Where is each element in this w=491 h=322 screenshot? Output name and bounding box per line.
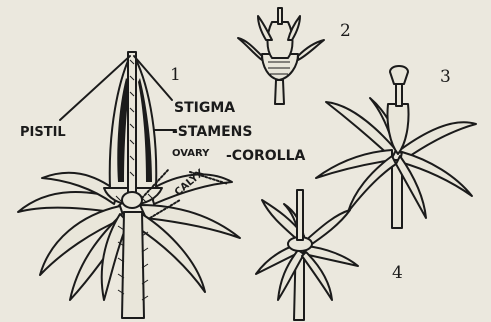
figure-2-number: 2 xyxy=(340,21,351,41)
bud-sepal xyxy=(238,38,262,60)
label-stamens: -STAMENS xyxy=(172,124,253,140)
bud-sepal xyxy=(298,40,324,60)
bud-stem xyxy=(275,80,284,104)
figure-4-flower-drawing xyxy=(256,190,358,320)
figure-3-flower-drawing xyxy=(316,66,476,228)
ovary-shape xyxy=(122,192,142,208)
figure-2-bud-drawing xyxy=(238,8,324,104)
label-stigma: STIGMA xyxy=(174,100,235,116)
flower-stem xyxy=(122,212,144,318)
figure-1-section-drawing xyxy=(18,52,240,318)
flower3-stigma xyxy=(390,66,408,84)
figure-4-number: 4 xyxy=(392,263,403,283)
label-corolla: -COROLLA xyxy=(226,148,306,164)
label-pistil: PISTIL xyxy=(20,125,66,140)
bud-pistil xyxy=(278,8,282,24)
figure-1-number: 1 xyxy=(170,65,181,85)
flower4-pistil xyxy=(297,190,303,240)
label-ovary: OVARY xyxy=(172,148,210,159)
figure-3-number: 3 xyxy=(440,67,451,87)
